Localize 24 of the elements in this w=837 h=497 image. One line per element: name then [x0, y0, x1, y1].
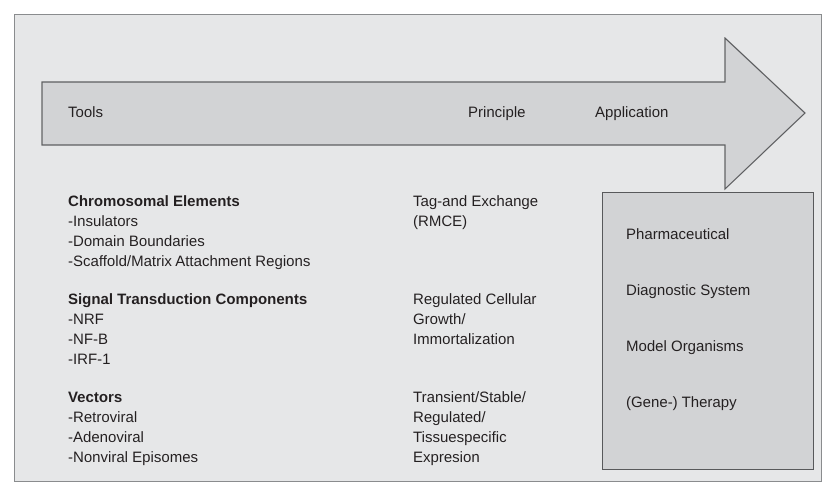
group-heading: Vectors	[68, 388, 122, 408]
list-item: -IRF-1	[68, 350, 110, 370]
application-label: Diagnostic System	[626, 281, 750, 301]
principle-text: Regulated Cellular Growth/ Immortalization	[413, 290, 538, 350]
list-item: -Insulators	[68, 212, 138, 232]
application-box	[602, 192, 814, 470]
group-heading: Chromosomal Elements	[68, 192, 240, 212]
list-item: -Nonviral Episomes	[68, 448, 198, 468]
arrow-label: Principle	[468, 103, 526, 123]
list-item: -NF-B	[68, 330, 108, 350]
list-item: -Domain Boundaries	[68, 232, 205, 252]
block-arrow	[41, 37, 807, 191]
application-label: (Gene-) Therapy	[626, 393, 737, 413]
list-item: -Adenoviral	[68, 428, 144, 448]
list-item: -NRF	[68, 310, 104, 330]
list-item: -Retroviral	[68, 408, 138, 428]
list-item: -Scaffold/Matrix Attachment Regions	[68, 252, 310, 272]
application-label: Pharmaceutical	[626, 225, 730, 245]
application-label: Model Organisms	[626, 337, 744, 357]
arrow-label: Tools	[68, 103, 104, 123]
principle-text: Tag-and Exchange (RMCE)	[413, 192, 540, 232]
principle-text: Transient/Stable/ Regulated/ Tissuespecific Expresion	[413, 388, 527, 468]
group-heading: Signal Transduction Components	[68, 290, 308, 310]
arrow-label: Application	[595, 103, 668, 123]
